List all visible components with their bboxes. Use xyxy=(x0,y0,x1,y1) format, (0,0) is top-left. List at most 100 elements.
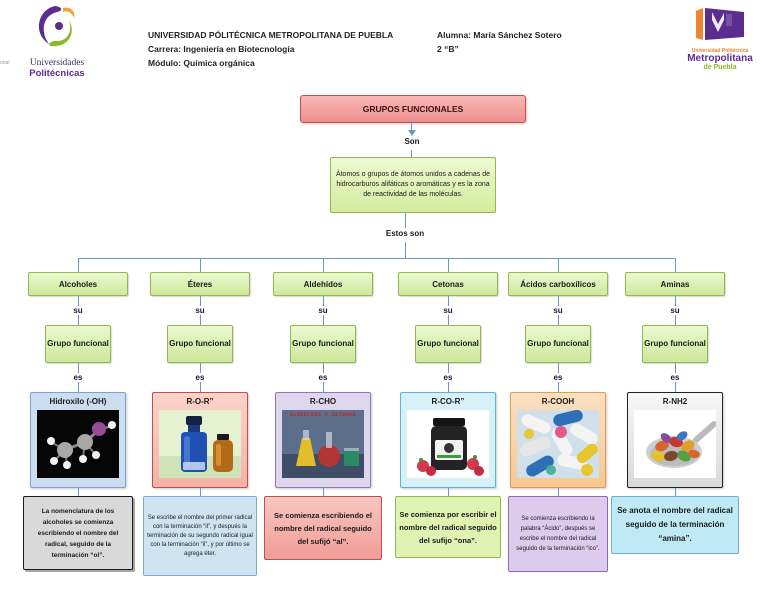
node-formula-rnh2[interactable]: R-NH2 xyxy=(627,392,723,488)
label-es: es xyxy=(670,373,680,382)
label-su: su xyxy=(443,306,453,315)
label-es: es xyxy=(318,373,328,382)
label-su: su xyxy=(670,306,680,315)
student-name: Alumna: María Sánchez Sotero xyxy=(437,30,562,40)
connector-line xyxy=(674,488,676,496)
branch-acidos-carboxilicos: Ácidos carboxílicos su Grupo funcional e… xyxy=(500,258,616,572)
formula-text: R-O-R” xyxy=(186,397,214,406)
description-acidos[interactable]: Se comienza escribiendo la palabra “Ácid… xyxy=(508,496,608,572)
connector-line xyxy=(77,363,79,373)
description-eteres[interactable]: Se escribe el nombre del primer radical … xyxy=(143,496,257,576)
connector-line xyxy=(77,315,79,325)
formula-text: Hidroxilo (-OH) xyxy=(49,397,107,406)
connector-line xyxy=(322,382,324,392)
connector-line xyxy=(447,258,449,272)
university-name: UNIVERSIDAD PÓLITÉCNICA METROPOLITANA DE… xyxy=(148,30,394,40)
connector-line xyxy=(674,315,676,325)
branch-alcoholes: Alcoholes su Grupo funcional es Hidroxil… xyxy=(20,258,136,570)
formula-text: R-CHO xyxy=(309,397,337,406)
definition-node[interactable]: Átomos o grupos de átomos unidos a caden… xyxy=(330,157,496,213)
label-su: su xyxy=(73,306,83,315)
node-grupo-funcional[interactable]: Grupo funcional xyxy=(45,325,111,363)
node-acidos-carboxilicos[interactable]: Ácidos carboxílicos xyxy=(508,272,608,296)
student-group: 2 “B” xyxy=(437,44,459,54)
label-es: es xyxy=(443,373,453,382)
node-formula-rcor[interactable]: R-CO-R” xyxy=(400,392,496,488)
career-line: Carrera: Ingeniería en Biotecnología xyxy=(148,44,295,54)
connector-line xyxy=(557,258,559,272)
module-line: Módulo: Química orgánica xyxy=(148,58,255,68)
branch-cetonas: Cetonas su Grupo funcional es R-CO-R” xyxy=(390,258,506,558)
connector-line xyxy=(199,296,201,306)
node-formula-hidroxilo[interactable]: Hidroxilo (-OH) xyxy=(30,392,126,488)
connector-line xyxy=(674,382,676,392)
connector-line xyxy=(557,296,559,306)
connector-line xyxy=(405,213,406,228)
node-grupo-funcional[interactable]: Grupo funcional xyxy=(290,325,356,363)
connector-line xyxy=(674,363,676,373)
connector-line xyxy=(405,242,406,258)
connector-line xyxy=(199,363,201,373)
connector-line xyxy=(322,258,324,272)
logo-left-line1: Universidades xyxy=(29,58,85,68)
universidades-politecnicas-logo: onal Universidades Politécnicas xyxy=(0,4,112,79)
arrow-down-icon xyxy=(408,130,416,136)
connector-line xyxy=(199,382,201,392)
label-su: su xyxy=(318,306,328,315)
root-node-grupos-funcionales[interactable]: GRUPOS FUNCIONALES xyxy=(300,95,526,123)
connector-line xyxy=(77,382,79,392)
connector-line xyxy=(447,315,449,325)
connector-line xyxy=(411,121,412,130)
branch-aldehidos: Aldehídos su Grupo funcional es R-CHO xyxy=(264,258,382,560)
connector-line xyxy=(77,296,79,306)
description-aminas[interactable]: Se anota el nombre del radical seguido d… xyxy=(611,496,739,554)
description-aldehidos[interactable]: Se comienza escribiendo el nombre del ra… xyxy=(264,496,382,560)
student-info: Alumna: María Sánchez Sotero 2 “B” xyxy=(437,28,607,56)
node-eteres[interactable]: Éteres xyxy=(150,272,250,296)
node-formula-eter[interactable]: R-O-R” xyxy=(152,392,248,488)
header-info: UNIVERSIDAD PÓLITÉCNICA METROPOLITANA DE… xyxy=(148,28,448,70)
logo-left-line2: Politécnicas xyxy=(29,68,85,79)
logo-right-line3: de Puebla xyxy=(703,64,737,71)
connector-line xyxy=(557,382,559,392)
connector-line xyxy=(411,150,412,157)
universidades-politecnicas-logo-icon xyxy=(38,6,75,47)
description-alcoholes[interactable]: La nomenclatura de los alcoholes se comi… xyxy=(23,496,133,570)
glassware-caption: ALDEHIDOS Y CETONAS xyxy=(289,412,357,418)
node-alcoholes[interactable]: Alcoholes xyxy=(28,272,128,296)
branch-horizontal-line xyxy=(78,258,675,259)
logo-right-line2: Metropolitana xyxy=(687,53,753,64)
connector-line xyxy=(447,363,449,373)
connector-line xyxy=(447,382,449,392)
connector-line xyxy=(557,488,559,496)
molecule-model-image xyxy=(37,410,119,478)
logo-text-fragment: onal xyxy=(0,60,10,66)
node-formula-rcho[interactable]: R-CHO ALDEHIDOS Y CETONAS xyxy=(275,392,371,488)
connector-line xyxy=(199,315,201,325)
node-grupo-funcional[interactable]: Grupo funcional xyxy=(642,325,708,363)
lab-glassware-image: ALDEHIDOS Y CETONAS xyxy=(282,410,364,478)
node-grupo-funcional[interactable]: Grupo funcional xyxy=(167,325,233,363)
description-cetonas[interactable]: Se comienza por escribir el nombre del r… xyxy=(395,496,501,558)
label-es: es xyxy=(553,373,563,382)
node-formula-rcooh[interactable]: R-COOH xyxy=(510,392,606,488)
label-es: es xyxy=(195,373,205,382)
label-su: su xyxy=(195,306,205,315)
node-grupo-funcional[interactable]: Grupo funcional xyxy=(415,325,481,363)
formula-text: R-CO-R” xyxy=(431,397,465,406)
node-aldehidos[interactable]: Aldehídos xyxy=(273,272,373,296)
node-grupo-funcional[interactable]: Grupo funcional xyxy=(525,325,591,363)
label-estos-son: Estos son xyxy=(385,229,425,238)
formula-text: R-COOH xyxy=(541,397,575,406)
branch-eteres: Éteres su Grupo funcional es R-O-R” xyxy=(142,258,258,576)
spoon-of-pills-image xyxy=(634,410,716,478)
node-cetonas[interactable]: Cetonas xyxy=(398,272,498,296)
connector-line xyxy=(674,258,676,272)
metropolitana-logo-icon xyxy=(696,8,744,40)
connector-line xyxy=(199,258,201,272)
connector-line xyxy=(447,296,449,306)
label-es: es xyxy=(73,373,83,382)
connector-line xyxy=(77,258,79,272)
node-aminas[interactable]: Aminas xyxy=(625,272,725,296)
